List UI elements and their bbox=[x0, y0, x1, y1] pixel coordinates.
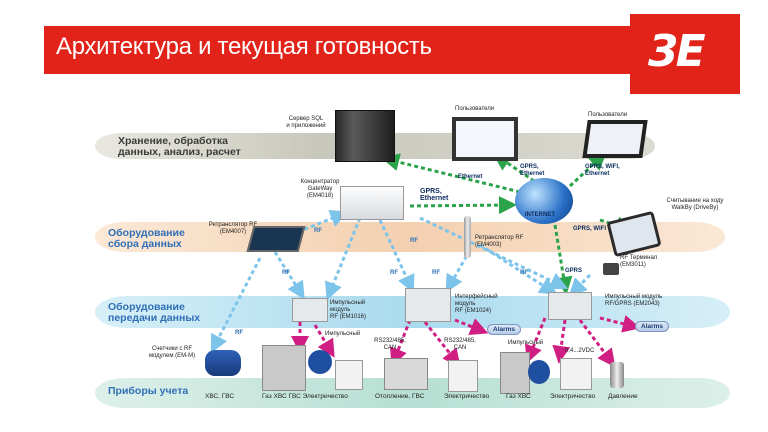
repeater-em4003-antenna-icon bbox=[464, 216, 471, 258]
link-gprs-ethernet-1: GPRS, Ethernet bbox=[520, 164, 545, 177]
concentrator-icon bbox=[340, 186, 404, 220]
top-margin bbox=[0, 0, 768, 14]
gas-meter-2-icon bbox=[500, 352, 530, 394]
pulse-module-em1016-icon bbox=[292, 298, 328, 322]
meter-group-3: Отопление, ГВС bbox=[375, 393, 425, 400]
link-rs232-2: RS232/485, CAN bbox=[444, 338, 476, 351]
electricity-meter-2-icon bbox=[448, 360, 478, 392]
internet-globe-icon bbox=[515, 178, 573, 224]
layer-collection-label: Оборудование сбора данных bbox=[108, 227, 185, 250]
layer-meters-label: Приборы учета bbox=[108, 385, 189, 397]
user-laptop-icon bbox=[582, 120, 648, 158]
pulse-em1016-label: Импульсный модуль RF (EM1016) bbox=[330, 300, 367, 320]
alarms-badge-1: Alarms bbox=[487, 324, 522, 335]
link-rf-1: RF bbox=[314, 228, 322, 234]
pressure-sensor-icon bbox=[610, 362, 624, 388]
rf-terminal-label: RF Терминал (EM3011) bbox=[620, 255, 658, 268]
meter-group-5: Газ ХВС bbox=[506, 393, 531, 400]
interface-module-em1024-icon bbox=[405, 288, 451, 322]
water-meter-icon bbox=[308, 350, 332, 374]
rf-water-meter-icon bbox=[205, 350, 241, 376]
meter-group-1: ХВС, ГВС bbox=[205, 393, 235, 400]
layer-storage-label: Хранение, обработка данных, анализ, расч… bbox=[118, 135, 241, 158]
repeater-em4003-label: Ретранслятор RF (EM4003) bbox=[475, 235, 524, 248]
users-2-label: Пользователи bbox=[588, 112, 628, 118]
gas-meter-icon bbox=[262, 345, 306, 391]
pulse-module-em2043-icon bbox=[548, 292, 592, 320]
logo-3e bbox=[630, 14, 740, 94]
link-voltage: 0,4...2VDC bbox=[565, 348, 595, 354]
link-impulse-1: Импульсный bbox=[325, 331, 361, 337]
sql-server-rack-icon bbox=[335, 110, 395, 162]
electricity-meter-3-icon bbox=[560, 358, 592, 390]
meter-group-7: Давление bbox=[608, 393, 638, 400]
link-rf-3: RF bbox=[390, 270, 398, 276]
link-rf-7: RF bbox=[235, 330, 243, 336]
alarms-badge-2: Alarms bbox=[635, 321, 670, 332]
water-meter-2-icon bbox=[528, 360, 550, 384]
link-gprs-wifi: GPRS, WIFI bbox=[573, 226, 606, 232]
layer-transmission-label: Оборудование передачи данных bbox=[108, 301, 201, 324]
link-gprs: GPRS bbox=[565, 268, 583, 274]
interface-em1024-label: Интерфейсный модуль RF (EM1024) bbox=[455, 294, 498, 314]
link-rf-5: RF bbox=[432, 270, 440, 276]
rf-terminal-icon bbox=[603, 263, 619, 275]
title-bar bbox=[44, 26, 630, 74]
pulse-em2043-label: Импульсный модуль RF/GPRS (EM2043) bbox=[605, 294, 663, 307]
concentrator-label: Концентратор GateWay (EM4018) bbox=[300, 179, 340, 199]
electricity-meter-icon bbox=[335, 360, 363, 390]
meters-rf-label: Счетчики с RF модулем (EM-M) bbox=[148, 346, 196, 359]
meter-group-2: Газ ХВС ГВС Электричество bbox=[262, 393, 348, 400]
meter-group-6: Электричество bbox=[550, 393, 596, 400]
link-rf-2: RF bbox=[282, 270, 290, 276]
meter-group-4: Электричество bbox=[444, 393, 490, 400]
repeater-em4007-label: Ретранслятор RF (EM4007) bbox=[208, 222, 258, 235]
users-1-label: Пользователи bbox=[455, 106, 495, 112]
sql-server-label: Сервер SQL и приложений bbox=[286, 116, 326, 129]
internet-label: INTERNET bbox=[525, 212, 555, 218]
link-rf-6: RF bbox=[520, 270, 528, 276]
link-gprs-wifi-ethernet: GPRS, WIFI, Ethernet bbox=[585, 164, 620, 177]
link-rs232-1: RS232/485, CAN bbox=[374, 338, 406, 351]
heat-meter-icon bbox=[384, 358, 428, 390]
link-impulse-2: Импульсный bbox=[508, 340, 544, 346]
link-rf-4: RF bbox=[410, 238, 418, 244]
link-ethernet: Ethernet bbox=[458, 174, 483, 180]
walkby-label: Считывание на ходу WalkBy (DriveBy) bbox=[666, 198, 724, 211]
user-monitor-icon bbox=[452, 117, 518, 161]
logo-text: 3E bbox=[648, 26, 706, 77]
link-gprs-ethernet-2: GPRS, Ethernet bbox=[420, 188, 449, 202]
slide-title: Архитектура и текущая готовность bbox=[56, 33, 432, 60]
